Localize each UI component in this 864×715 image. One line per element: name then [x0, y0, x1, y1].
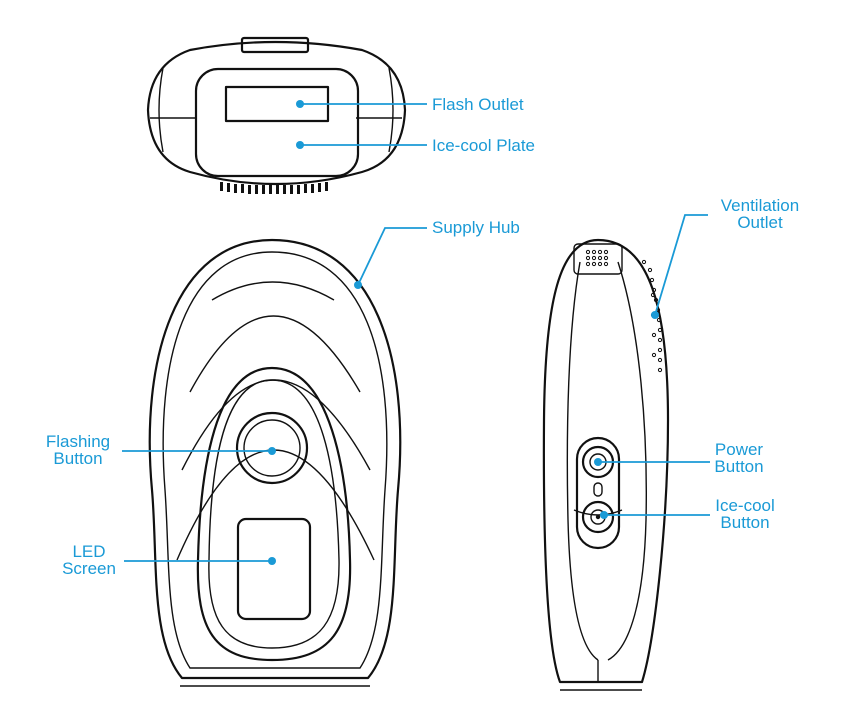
- ice-cool-button-line1: Ice-cool: [715, 496, 775, 515]
- ventilation-holes: [585, 249, 663, 373]
- ice-cool-button-line2: Button: [720, 513, 770, 532]
- power-button-line2: Button: [714, 457, 764, 476]
- flashing-button-line1: Flashing: [45, 432, 111, 451]
- top-view: [146, 36, 407, 194]
- flashing-button-label: Flashing Button: [34, 433, 122, 467]
- front-view: [148, 238, 402, 687]
- ventilation-outlet-line2: Outlet: [737, 213, 783, 232]
- led-screen-label: LED Screen: [54, 543, 124, 577]
- power-button-line1: Power: [714, 440, 764, 459]
- leader-lines: [122, 100, 710, 565]
- flash-outlet-label: Flash Outlet: [432, 95, 524, 114]
- side-view: [542, 238, 670, 691]
- flashing-button-line2: Button: [53, 449, 103, 468]
- ice-cool-plate-label: Ice-cool Plate: [432, 136, 535, 155]
- led-screen-line1: LED: [72, 542, 106, 561]
- ice-cool-button-label: Ice-cool Button: [704, 497, 786, 531]
- led-screen-line2: Screen: [62, 559, 116, 578]
- ventilation-outlet-label: Ventilation Outlet: [706, 197, 814, 231]
- bottom-vent-ridges: [220, 182, 328, 194]
- ventilation-outlet-line1: Ventilation: [720, 196, 800, 215]
- supply-hub-label: Supply Hub: [432, 218, 520, 237]
- power-button-label: Power Button: [704, 441, 774, 475]
